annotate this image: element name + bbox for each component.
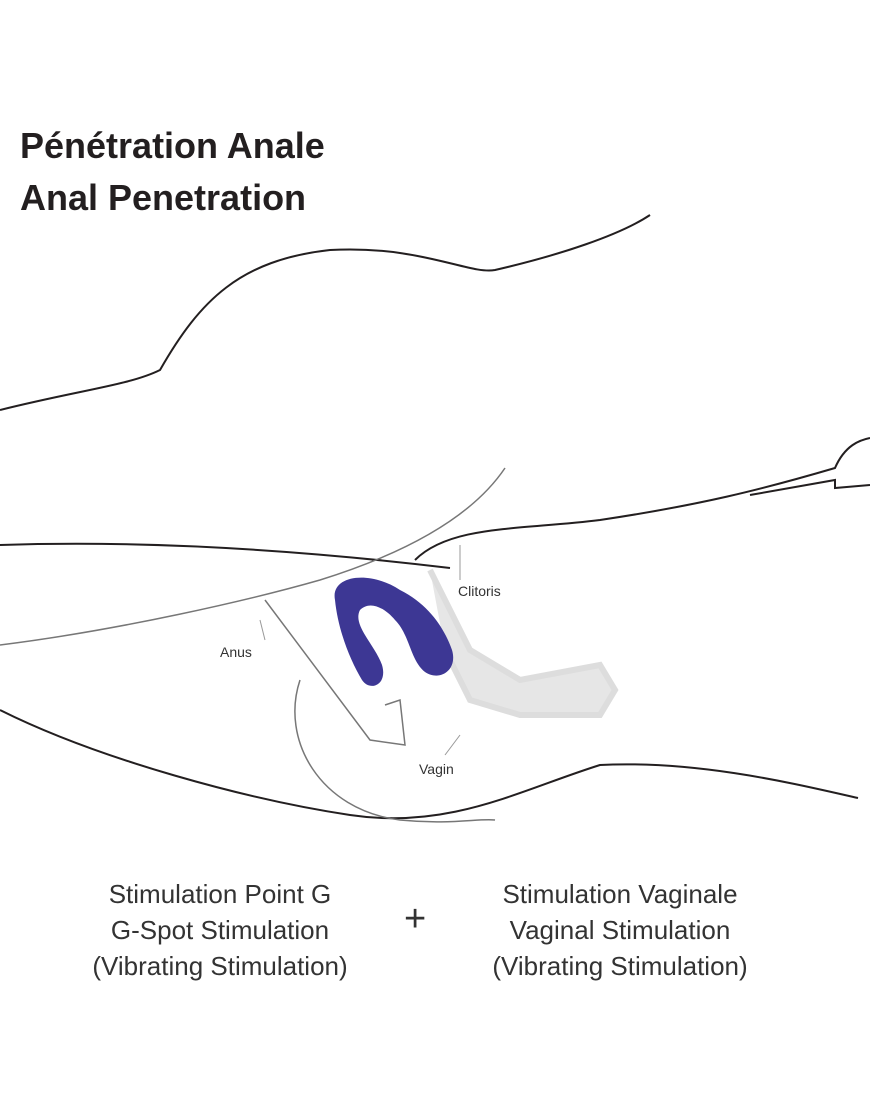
label-leaders: [259, 545, 461, 756]
caption-vaginal: Stimulation Vaginale Vaginal Stimulation…: [440, 876, 800, 984]
label-anus: Anus: [220, 644, 252, 660]
caption-gspot-fr: Stimulation Point G: [108, 879, 332, 909]
title-english: Anal Penetration: [20, 177, 307, 218]
plus-sign: +: [404, 898, 427, 940]
label-vagin: Vagin: [419, 761, 454, 777]
caption-gspot: Stimulation Point G G-Spot Stimulation (…: [40, 876, 400, 984]
caption-vaginal-fr: Stimulation Vaginale: [502, 879, 738, 909]
organ-shape: [427, 568, 619, 718]
title-french: Pénétration Anale: [20, 125, 325, 166]
internal-outline: [0, 467, 506, 823]
caption-gspot-note: (Vibrating Stimulation): [92, 951, 348, 981]
label-clitoris: Clitoris: [458, 583, 501, 599]
body-outline: [0, 214, 870, 820]
device-shape: [334, 577, 454, 686]
caption-vaginal-en: Vaginal Stimulation: [509, 915, 731, 945]
diagram-title: Pénétration Anale Anal Penetration: [20, 120, 325, 224]
caption-gspot-en: G-Spot Stimulation: [110, 915, 330, 945]
caption-vaginal-note: (Vibrating Stimulation): [492, 951, 748, 981]
